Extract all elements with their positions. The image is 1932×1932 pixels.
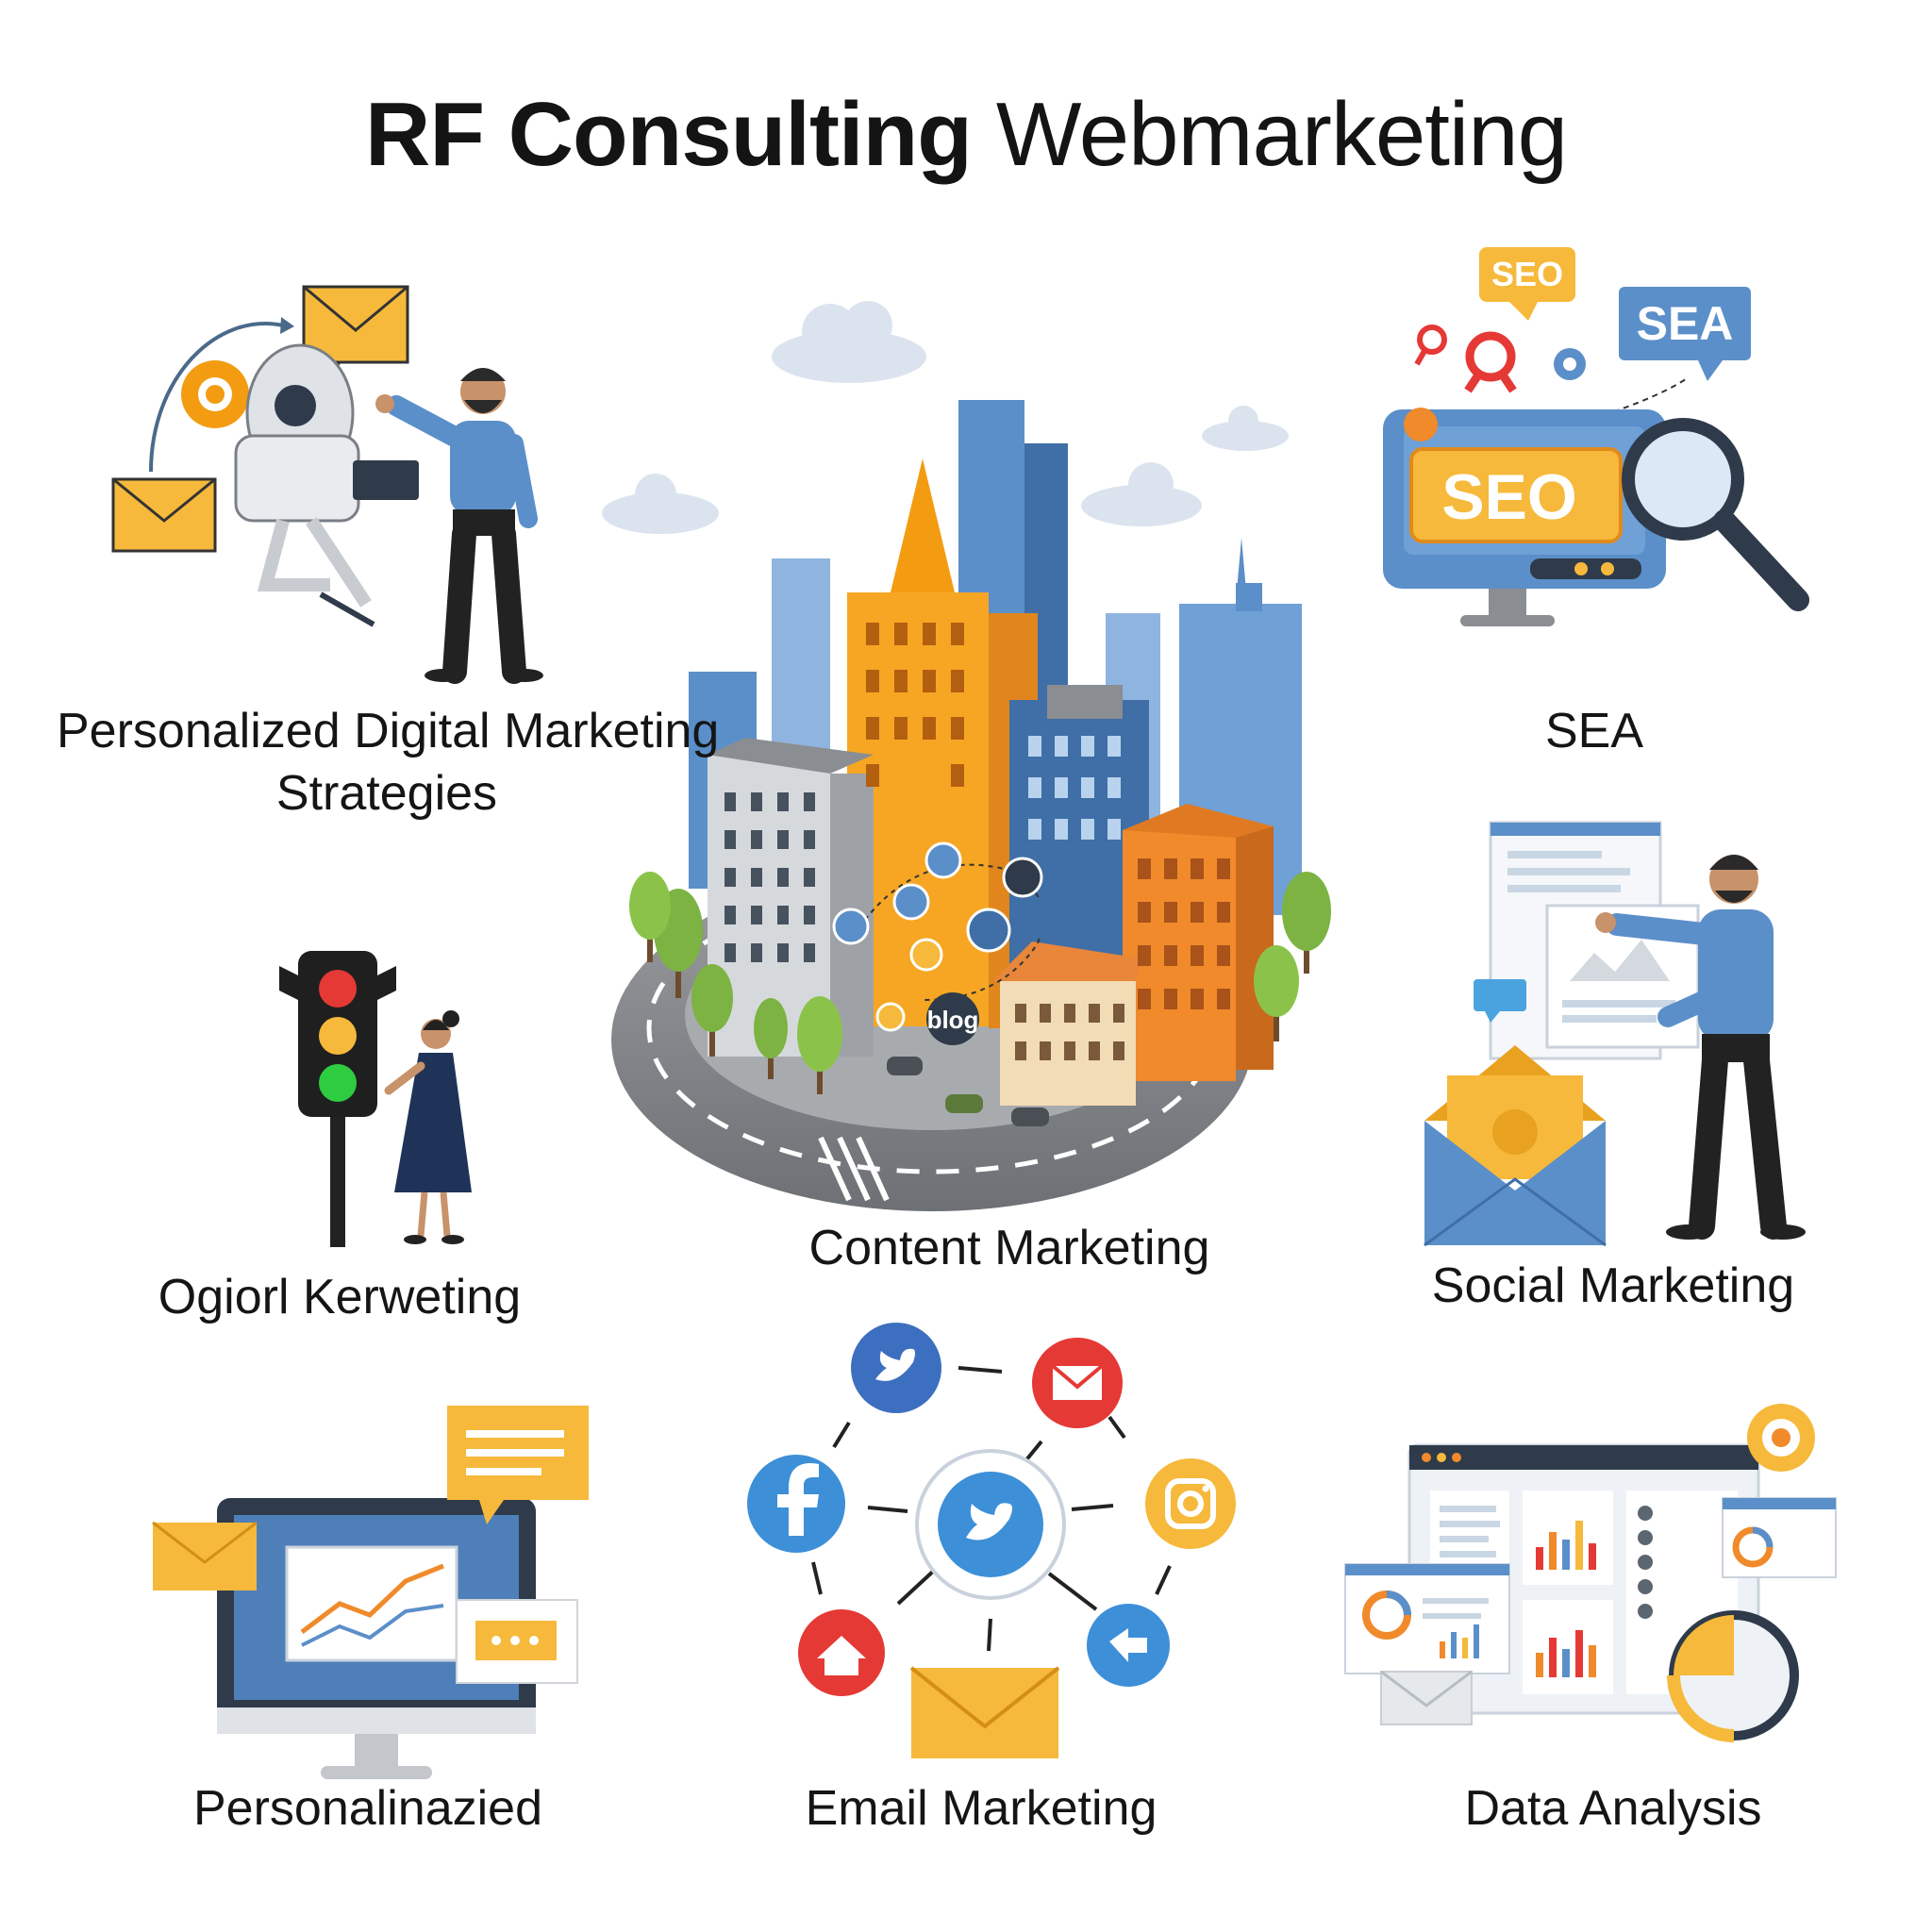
car-icon: [1011, 1108, 1049, 1126]
dashboard-icon: [1344, 1404, 1837, 1742]
tree-icon: [797, 996, 842, 1094]
envelope-icon: [111, 477, 217, 553]
tree-icon: [754, 998, 788, 1079]
section-label-line1: Personalized Digital Marketing: [57, 704, 720, 758]
content-badge-icon: [924, 841, 962, 879]
email-icon: [1032, 1338, 1123, 1428]
seo-monitor-icon: SEO SEA SEO: [1383, 247, 1809, 626]
bar-chart-icon: [1536, 1521, 1596, 1570]
magnifier-icon: [1622, 418, 1809, 611]
content-badge-icon: [875, 1002, 906, 1032]
location-pin-icon: [1414, 325, 1447, 366]
bar-chart-icon: [1440, 1624, 1479, 1658]
cloud-icon: [602, 474, 719, 534]
city-icon: blog: [602, 301, 1331, 1211]
content-badge-icon: [966, 908, 1011, 953]
chat-bubble-icon: [456, 1599, 578, 1684]
person-presenting-icon: [111, 285, 543, 684]
section-label-line2: Strategies: [275, 766, 498, 821]
monitor-chart-icon: [152, 1406, 589, 1779]
chat-bubble-icon: [447, 1406, 589, 1524]
gear-icon: [1554, 348, 1586, 380]
envelope-icon: [152, 1521, 258, 1591]
location-pin-icon: [1464, 331, 1517, 393]
car-icon: [945, 1094, 983, 1113]
cloud-icon: [772, 301, 926, 383]
content-badge-icon: [909, 938, 943, 972]
presenter-board-icon: [1424, 821, 1806, 1247]
section-label-content-marketing: Content Marketing: [808, 1221, 1210, 1275]
blog-badge-text: blog: [927, 1006, 979, 1034]
bar-chart-icon: [1536, 1630, 1596, 1677]
traffic-light-icon: [279, 951, 472, 1247]
blog-badge: blog: [926, 992, 979, 1045]
tree-icon: [691, 964, 733, 1057]
twitter-icon: [938, 1472, 1043, 1577]
target-icon: [1747, 1404, 1815, 1472]
section-label-sea: SEA: [1544, 704, 1644, 758]
section-label-email-marketing: Email Marketing: [805, 1781, 1158, 1836]
section-label-personalized-strategies: Personalized Digital Marketing Strategie…: [57, 700, 720, 824]
car-icon: [887, 1057, 923, 1075]
section-label-social-marketing: Social Marketing: [1431, 1258, 1795, 1313]
title-bold: RF Consulting: [364, 84, 973, 185]
content-badge-icon: [832, 908, 870, 945]
share-icon: [1087, 1604, 1170, 1687]
pie-chart-icon: [1667, 1610, 1799, 1742]
section-label-personalinazied: Personalinazied: [192, 1781, 543, 1836]
instagram-icon: [1145, 1458, 1236, 1549]
home-icon: [798, 1609, 885, 1696]
seo-screen-text: SEO: [1441, 461, 1577, 533]
cloud-icon: [1202, 406, 1289, 451]
sea-badge-text: SEA: [1637, 297, 1734, 350]
envelope-icon: [1424, 1045, 1607, 1247]
seo-badge-text: SEO: [1491, 255, 1563, 293]
content-badge-icon: [1030, 900, 1087, 934]
twitter-icon: [851, 1323, 941, 1413]
tree-icon: [1282, 872, 1331, 974]
gear-icon: [181, 360, 249, 428]
tree-icon: [1254, 945, 1299, 1041]
content-badge-icon: [1002, 857, 1043, 898]
section-label-data-analysis: Data Analysis: [1464, 1781, 1762, 1836]
chat-bubble-icon: [1474, 979, 1526, 1023]
section-label-ogiorl-kerweting: Ogiorl Kerweting: [158, 1270, 522, 1324]
envelope-icon: [909, 1666, 1060, 1758]
envelope-icon: [1380, 1670, 1473, 1725]
content-badge-icon: [892, 883, 930, 921]
facebook-icon: [747, 1455, 845, 1553]
title-regular: Webmarketing: [995, 84, 1568, 185]
tree-icon: [629, 872, 671, 962]
cloud-icon: [1081, 462, 1202, 526]
social-network-icon: [747, 1323, 1236, 1758]
